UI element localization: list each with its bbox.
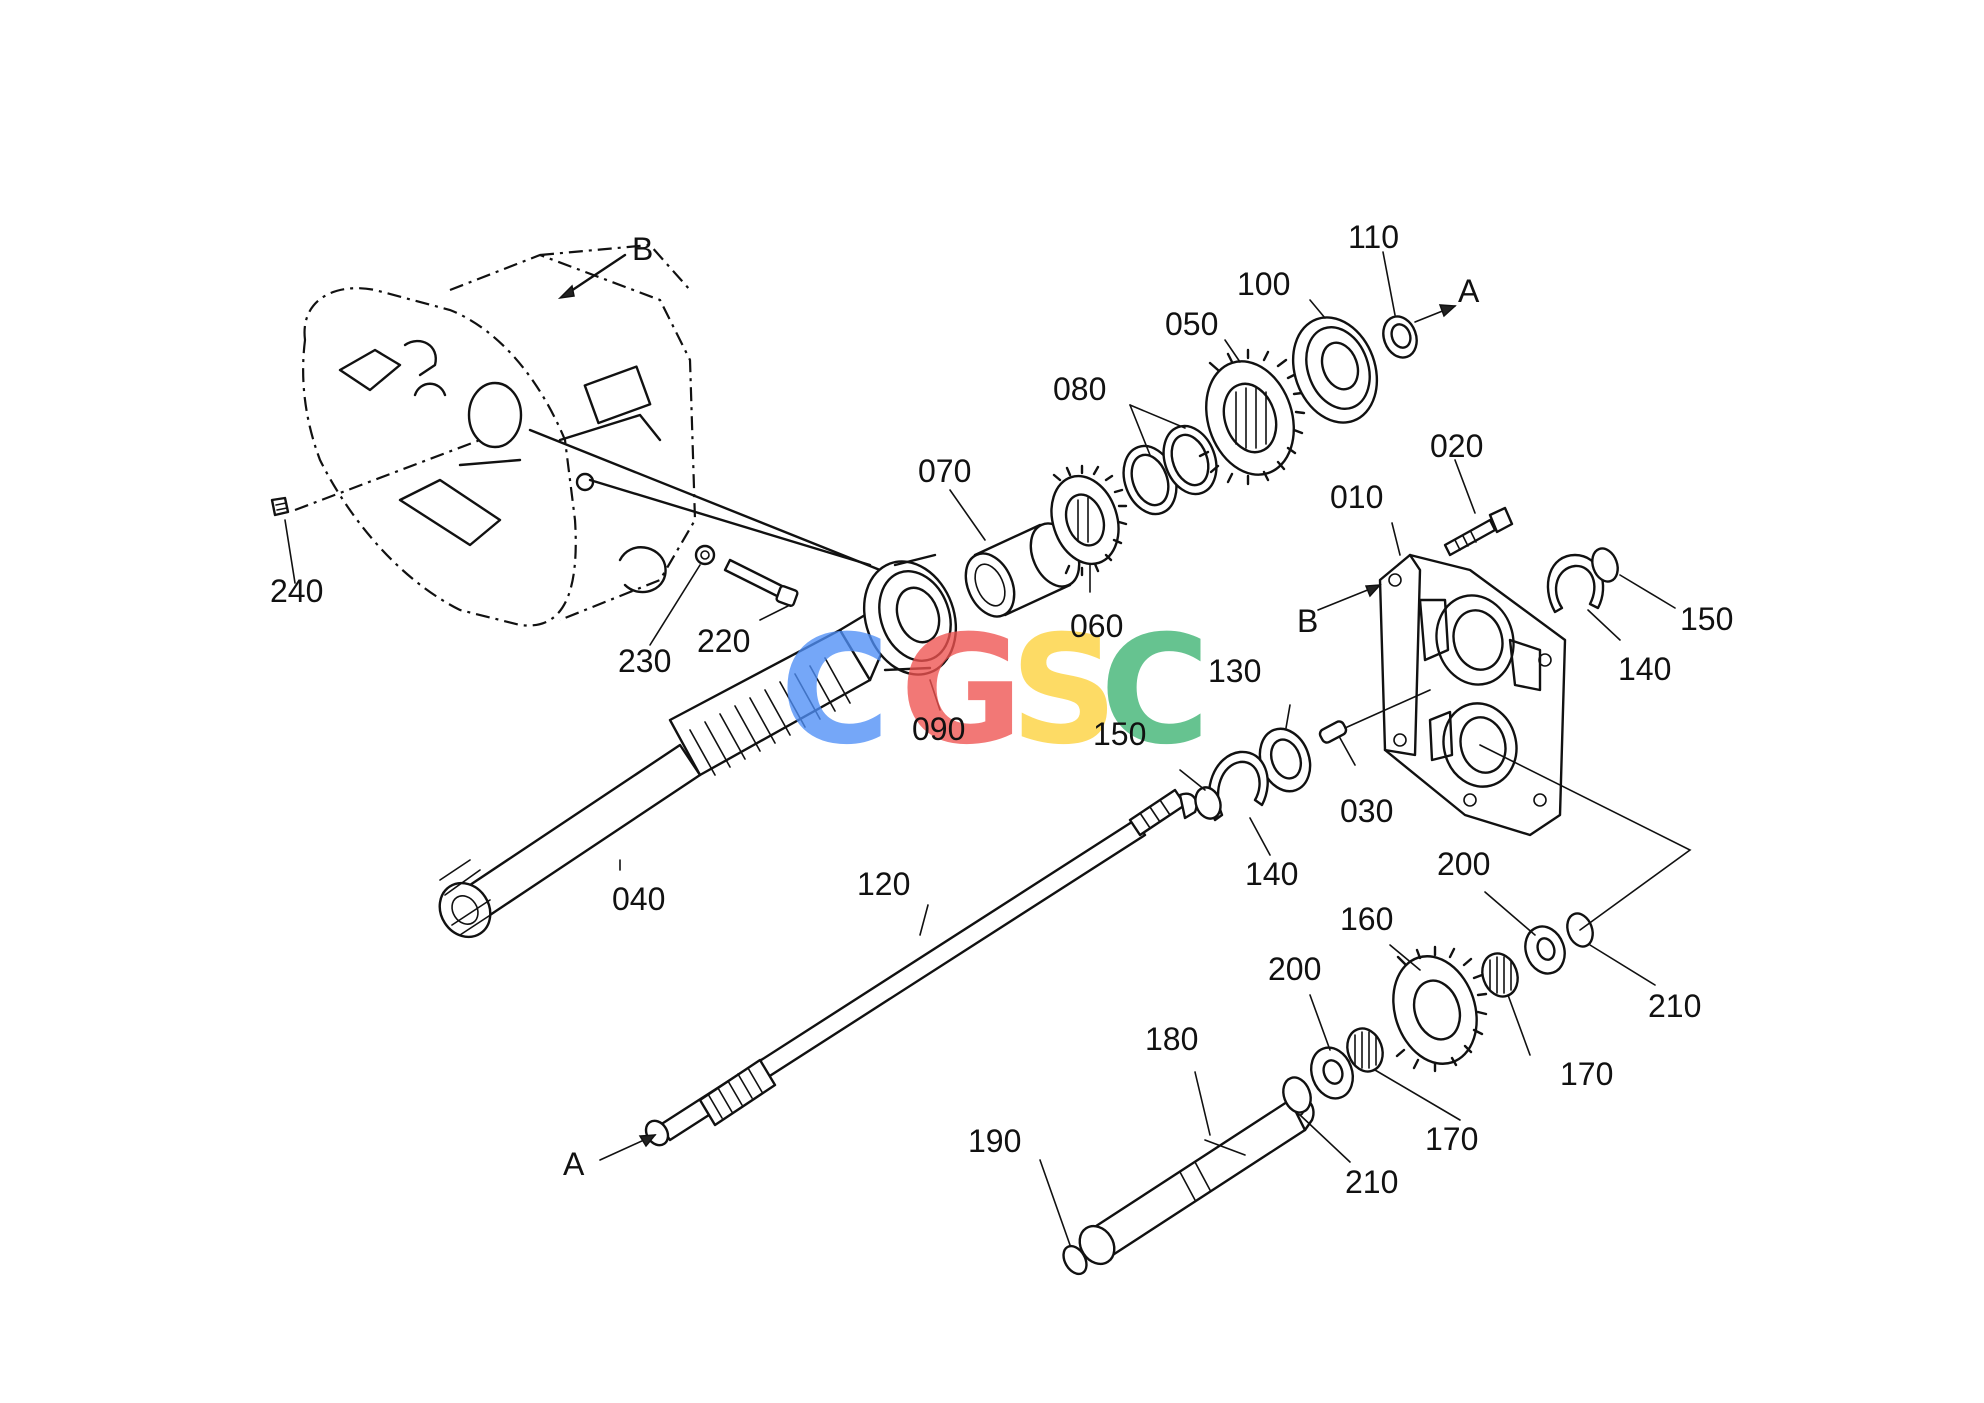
bolt-020 bbox=[1443, 506, 1514, 557]
callout-020: 020 bbox=[1430, 428, 1483, 464]
callout-240: 240 bbox=[270, 573, 323, 609]
callout-120: 120 bbox=[857, 866, 910, 902]
callout-010: 010 bbox=[1330, 479, 1383, 515]
bearing-100 bbox=[1291, 316, 1379, 424]
input-shaft-040 bbox=[438, 612, 889, 939]
connector-housing-090b bbox=[588, 478, 872, 567]
callout-labels: 010 020 030 040 050 060 070 080 090 100 … bbox=[270, 219, 1733, 1200]
callout-160: 160 bbox=[1340, 901, 1393, 937]
gear-160 bbox=[1392, 945, 1488, 1073]
watermark-letter-4: C bbox=[1100, 604, 1210, 778]
callout-170-lower: 170 bbox=[1425, 1121, 1478, 1157]
reference-b-plate: B bbox=[1297, 603, 1318, 639]
transmission-housing bbox=[270, 243, 799, 627]
arrow-b-plate bbox=[1364, 584, 1382, 598]
bearing-090 bbox=[862, 553, 958, 676]
callout-080: 080 bbox=[1053, 371, 1106, 407]
leader-lines bbox=[284, 251, 1692, 1246]
circlip-140-lower bbox=[1207, 750, 1269, 822]
callout-110: 110 bbox=[1348, 219, 1399, 255]
callout-070: 070 bbox=[918, 453, 971, 489]
gear-050 bbox=[1198, 348, 1306, 486]
arrow-a-bottom bbox=[638, 1134, 657, 1148]
callout-100: 100 bbox=[1237, 266, 1290, 302]
cgsc-watermark: C G S C bbox=[780, 604, 1210, 778]
callout-050: 050 bbox=[1165, 306, 1218, 342]
callout-150-upper: 150 bbox=[1680, 601, 1733, 637]
callout-040: 040 bbox=[612, 881, 665, 917]
gear-060 bbox=[1050, 464, 1128, 577]
callout-180: 180 bbox=[1145, 1021, 1198, 1057]
bearing-130 bbox=[1258, 727, 1312, 793]
cover-plate-010 bbox=[1378, 553, 1567, 837]
callout-030: 030 bbox=[1340, 793, 1393, 829]
washer-200-upper bbox=[1524, 925, 1566, 975]
connector-housing-240 bbox=[294, 438, 481, 512]
callout-210-upper: 210 bbox=[1648, 988, 1701, 1024]
bearing-110 bbox=[1382, 315, 1418, 359]
callout-060: 060 bbox=[1070, 608, 1123, 644]
shaft-120 bbox=[644, 788, 1198, 1147]
pin-030 bbox=[1318, 720, 1348, 744]
snap-rings-080 bbox=[1122, 424, 1218, 516]
watermark-letter-1: C bbox=[780, 604, 890, 778]
callout-150-lower: 150 bbox=[1093, 716, 1146, 752]
callout-230: 230 bbox=[618, 643, 671, 679]
ring-210-lower bbox=[1282, 1076, 1312, 1114]
callout-140-lower: 140 bbox=[1245, 856, 1298, 892]
arrow-a-top bbox=[1438, 304, 1457, 318]
washer-200-lower bbox=[1310, 1046, 1354, 1100]
callout-200-upper: 200 bbox=[1437, 846, 1490, 882]
callout-130: 130 bbox=[1208, 653, 1261, 689]
reference-a-bottom: A bbox=[563, 1146, 585, 1182]
callout-090: 090 bbox=[912, 711, 965, 747]
connector-housing-090 bbox=[528, 428, 882, 572]
circlip-140-upper bbox=[1546, 553, 1605, 614]
callout-210-lower: 210 bbox=[1345, 1164, 1398, 1200]
callout-140-upper: 140 bbox=[1618, 651, 1671, 687]
callout-220: 220 bbox=[697, 623, 750, 659]
reference-b-housing: B bbox=[632, 231, 653, 267]
callout-190: 190 bbox=[968, 1123, 1021, 1159]
callout-200-lower: 200 bbox=[1268, 951, 1321, 987]
needle-bearing-170-lower bbox=[1346, 1027, 1384, 1073]
watermark-letter-3: S bbox=[1010, 604, 1118, 778]
callout-170-upper: 170 bbox=[1560, 1056, 1613, 1092]
reference-a-top: A bbox=[1458, 273, 1480, 309]
ring-150-upper bbox=[1591, 547, 1619, 583]
watermark-letter-2: G bbox=[900, 604, 1023, 778]
shaft-180 bbox=[1062, 1096, 1315, 1276]
